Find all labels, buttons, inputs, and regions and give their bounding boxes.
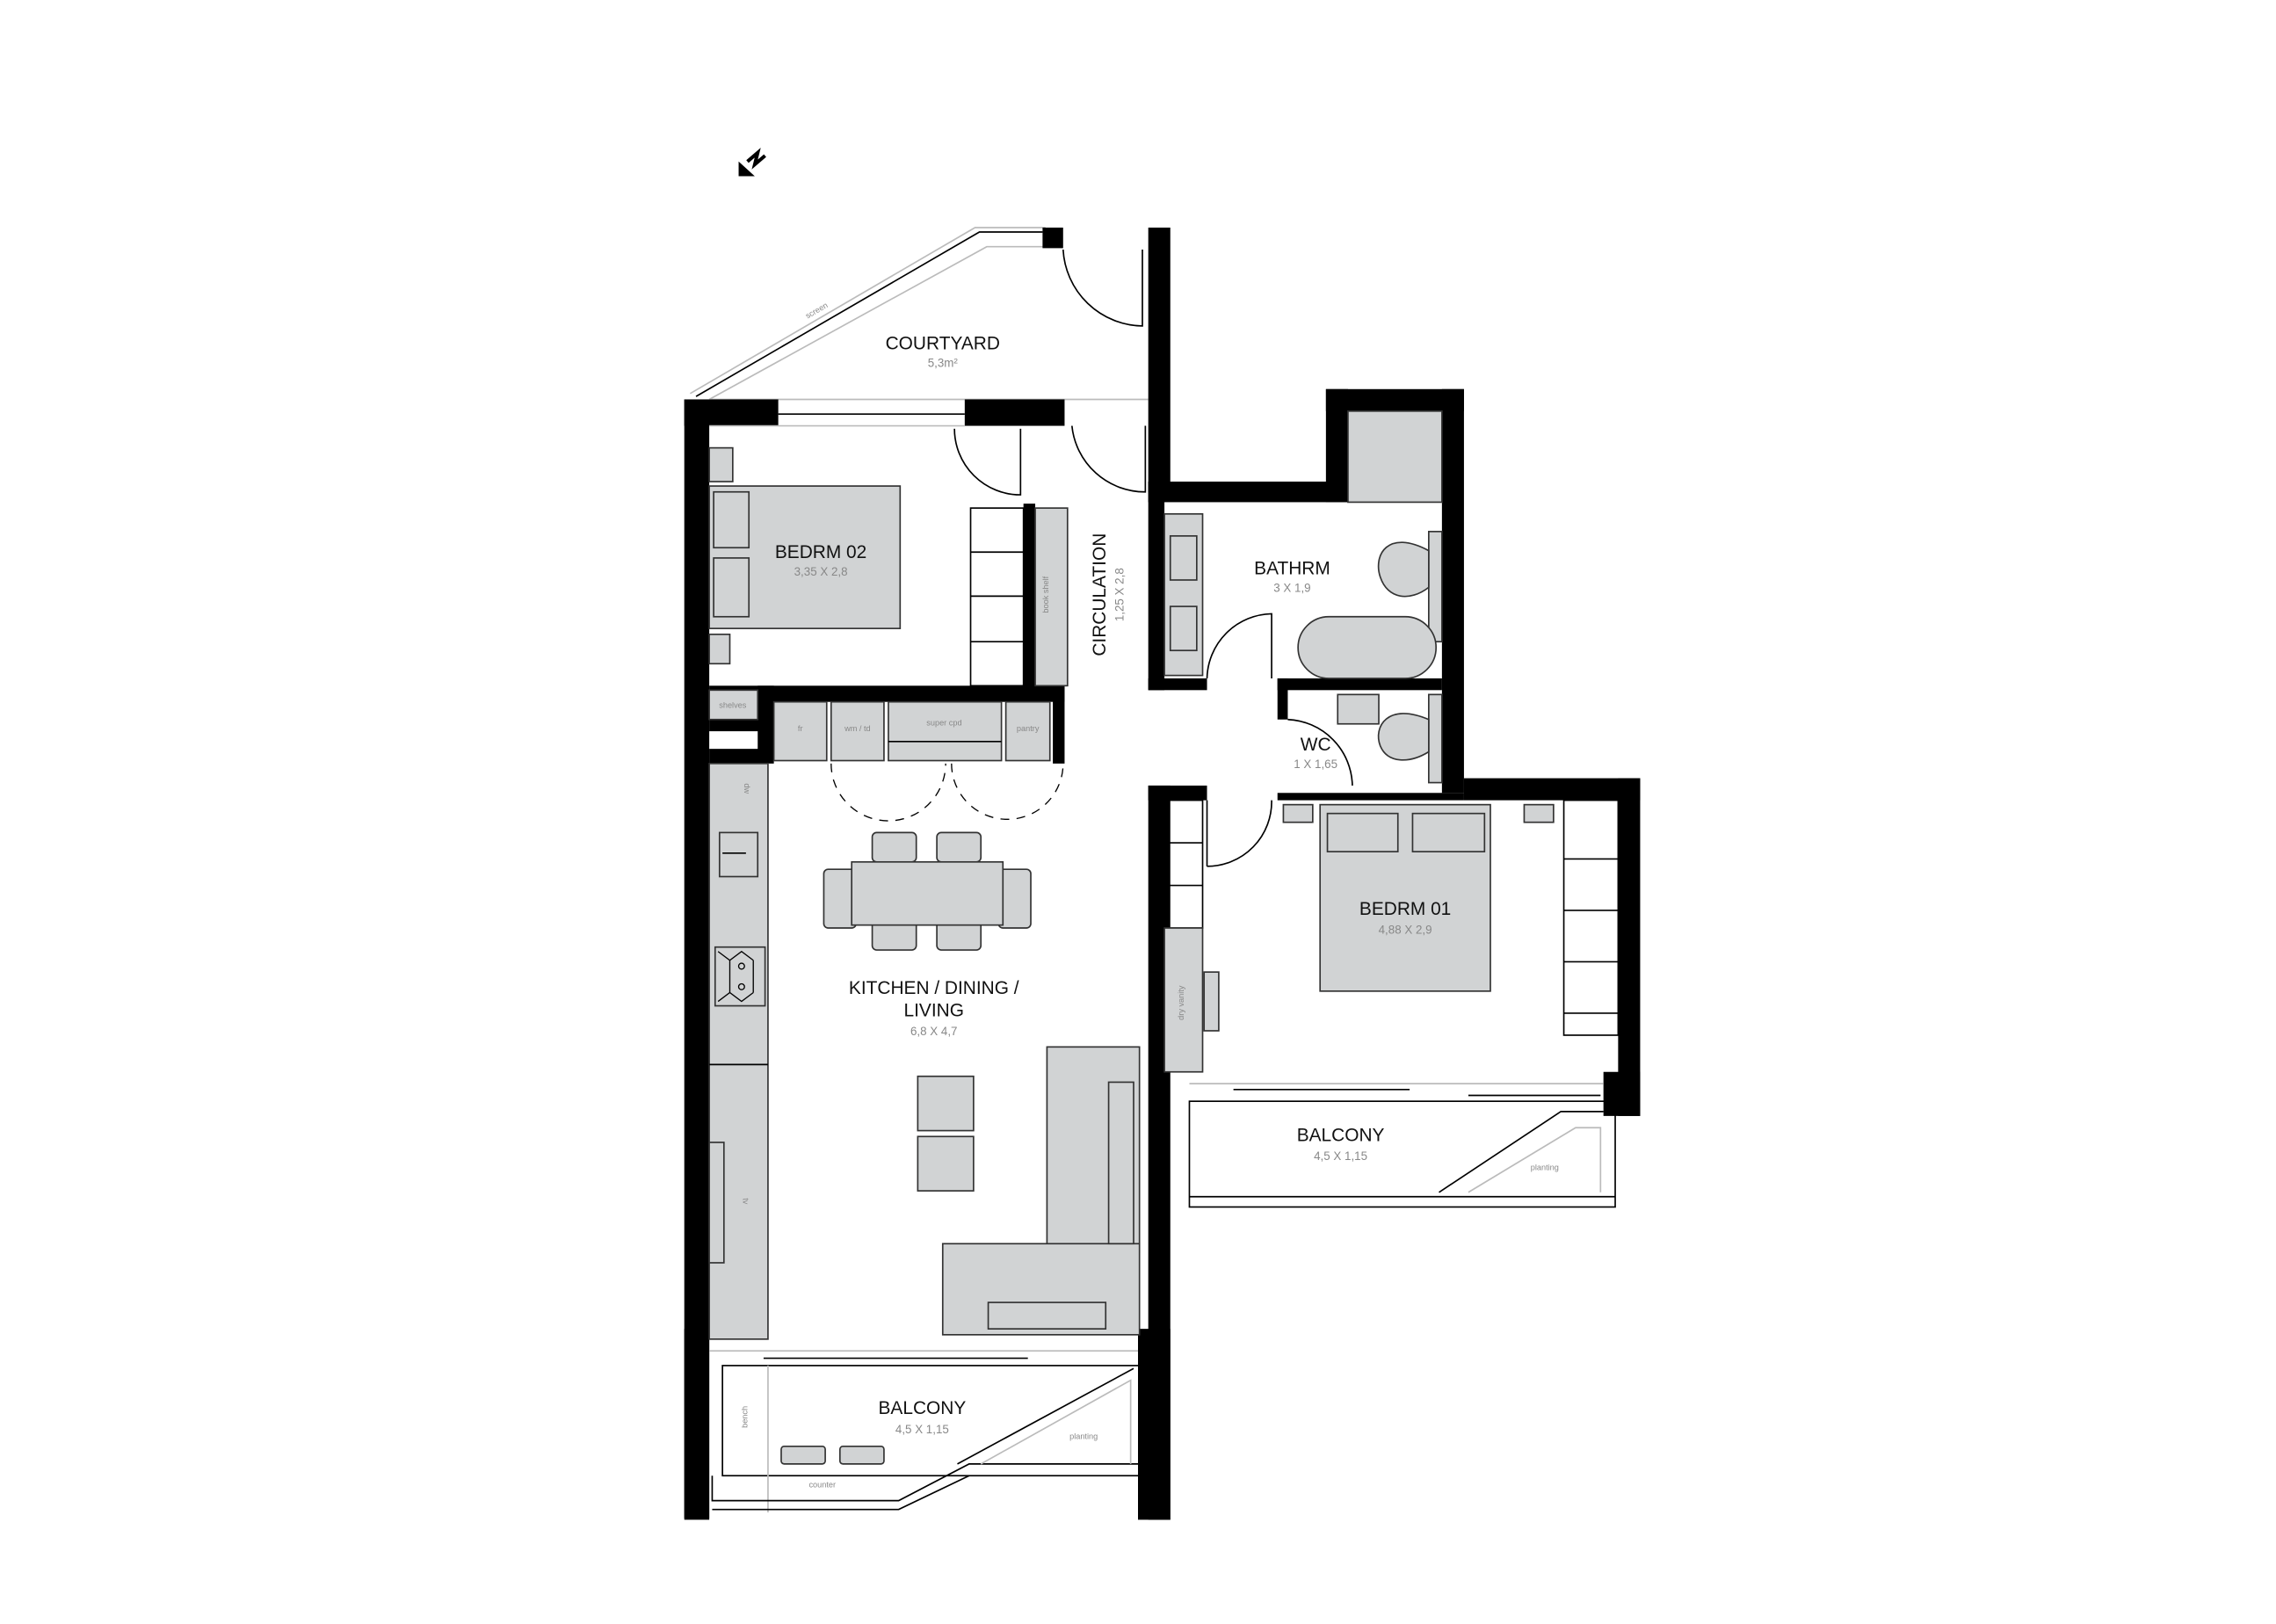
bedroom-balcony: BALCONY 4,5 X 1,15 planting [1188, 1100, 1616, 1208]
counter-note: counter [808, 1481, 836, 1490]
bench-note: bench [741, 1406, 750, 1428]
living-balcony-size: 4,5 X 1,15 [895, 1423, 949, 1436]
bedroom-1-size: 4,88 X 2,9 [1379, 924, 1432, 937]
sofa [941, 1046, 1141, 1336]
kitchen-dining-living: dw tv KITCHEN / DINING / LIVING 6,8 X 4,… [708, 763, 1141, 1340]
screen-note: screen [804, 301, 830, 320]
wc-label: WC [1301, 735, 1331, 755]
circulation: CIRCULATION 1,25 X 2,8 [1090, 533, 1126, 656]
walls [684, 227, 1641, 1520]
courtyard-label: COURTYARD [886, 334, 1000, 354]
wc-size: 1 X 1,65 [1294, 758, 1337, 771]
planting-note-bedroom-balcony: planting [1531, 1164, 1559, 1172]
bedroom-1-label: BEDRM 01 [1359, 899, 1451, 919]
laundry-note: wm / td [844, 724, 871, 733]
book-shelf-note: book shelf [1041, 576, 1050, 613]
living-label-line2: LIVING [904, 1000, 964, 1020]
courtyard: COURTYARD 5,3m² screen [689, 227, 1149, 401]
tv-note: tv [742, 1198, 750, 1205]
bedroom-2-label: BEDRM 02 [775, 542, 866, 562]
dining-table [823, 831, 1032, 951]
living-balcony-label: BALCONY [878, 1398, 966, 1418]
bedroom-1: BEDRM 01 4,88 X 2,9 dry vanity [1163, 799, 1620, 1097]
bedroom-balcony-label: BALCONY [1297, 1125, 1385, 1145]
dishwasher-note: dw [743, 783, 751, 794]
courtyard-area: 5,3m² [928, 357, 959, 370]
living-size: 6,8 X 4,7 [910, 1025, 957, 1038]
bathroom: BATHRM 3 X 1,9 [1163, 410, 1443, 679]
circulation-size: 1,25 X 2,8 [1113, 568, 1126, 621]
bedroom-2: BEDRM 02 3,35 X 2,8 shelves book shelf [708, 413, 1147, 721]
fridge-note: fr [798, 724, 803, 733]
shelves-note: shelves [719, 700, 747, 709]
bedroom-balcony-size: 4,5 X 1,15 [1314, 1149, 1367, 1163]
living-balcony: BALCONY 4,5 X 1,15 planting bench counte… [709, 1350, 1149, 1513]
utility-cupboards: fr wm / td super cpd pantry [772, 700, 1064, 822]
planting-note-living-balcony: planting [1069, 1432, 1098, 1440]
wc: WC 1 X 1,65 [1287, 693, 1443, 786]
bathroom-size: 3 X 1,9 [1273, 581, 1310, 594]
living-label-line1: KITCHEN / DINING / [849, 978, 1019, 998]
bedroom-2-size: 3,35 X 2,8 [794, 565, 848, 578]
pantry-note: pantry [1017, 724, 1040, 733]
bathroom-label: BATHRM [1254, 558, 1330, 578]
cupboard-note: super cpd [926, 718, 961, 727]
dry-vanity-note: dry vanity [1177, 985, 1185, 1020]
circulation-label: CIRCULATION [1090, 533, 1110, 656]
north-arrow-icon [738, 148, 766, 177]
